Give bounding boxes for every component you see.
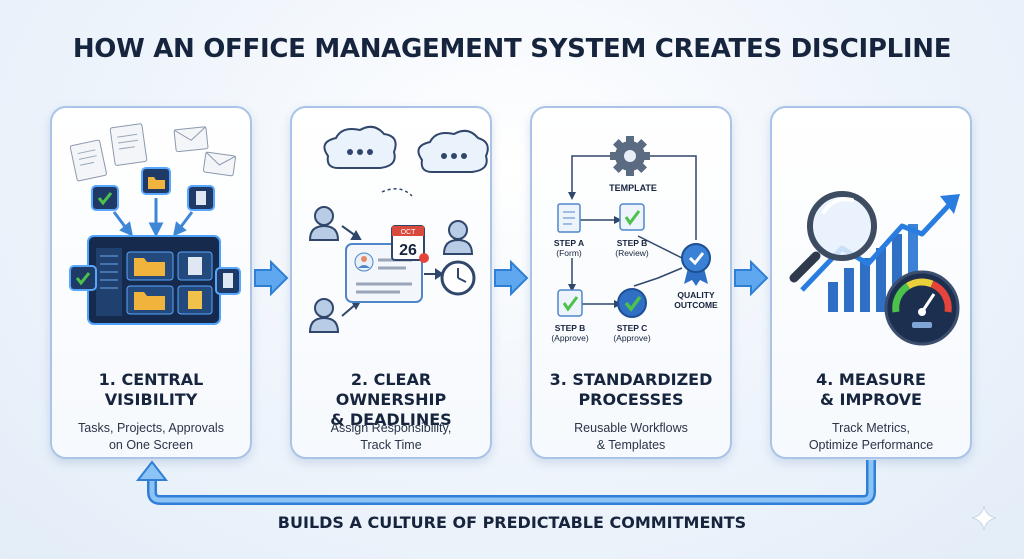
outcome-label: OUTCOME [674, 300, 718, 310]
ownership-illustration: OCT 26 [308, 125, 489, 333]
step-title: 4. MEASURE& IMPROVE [816, 370, 926, 409]
speech-bubble-icon [323, 125, 397, 169]
check-icon [619, 203, 645, 231]
user-icon [308, 298, 340, 333]
measure-illustration [789, 191, 960, 346]
quality-label: QUALITY [677, 290, 715, 300]
step-b-review-label: STEP B [617, 238, 648, 248]
central-visibility-illustration [69, 123, 241, 325]
user-icon [442, 220, 474, 255]
step-card-clear-ownership: OCT 26 2. CLEAR OWNERSHIP& DEADLINES Ass… [290, 106, 492, 459]
document-icon [215, 267, 241, 295]
step-description: Assign Responsibility,Track Time [330, 421, 452, 452]
task-card-icon [345, 243, 423, 303]
process-flow-illustration: TEMPLATE STEP A (Form) STEP B (Review) Q… [551, 136, 718, 343]
page-title: HOW AN OFFICE MANAGEMENT SYSTEM CREATES … [72, 34, 952, 64]
step-a-label: STEP A [554, 238, 584, 248]
envelope-icon [173, 126, 209, 153]
check-icon [617, 288, 647, 318]
step-title: 2. CLEAR OWNERSHIP& DEADLINES [330, 370, 452, 429]
clock-icon [440, 260, 476, 296]
document-icon [557, 203, 581, 233]
step-card-standardized-processes: TEMPLATE STEP A (Form) STEP B (Review) Q… [530, 106, 732, 459]
step-b-approve-sub: (Approve) [551, 333, 588, 343]
step-description: Reusable Workflows& Templates [574, 421, 688, 452]
arrow-right-icon [734, 259, 769, 297]
sparkle-icon [971, 505, 997, 531]
bottom-caption: BUILDS A CULTURE OF PREDICTABLE COMMITME… [277, 513, 747, 532]
document-icon [109, 123, 148, 166]
gauge-icon [884, 270, 960, 346]
arrow-right-icon [254, 259, 289, 297]
check-icon [557, 289, 583, 317]
check-icon [69, 265, 97, 291]
envelope-icon [202, 151, 236, 177]
speech-bubble-icon [417, 129, 489, 173]
bar-chart-icon [828, 224, 918, 312]
step-c-label: STEP C [617, 323, 648, 333]
step-card-measure-improve: 4. MEASURE& IMPROVE Track Metrics,Optimi… [770, 106, 972, 459]
step-b-approve-label: STEP B [555, 323, 586, 333]
calendar-icon: OCT 26 [391, 225, 429, 263]
document-icon [187, 185, 215, 211]
document-icon [69, 139, 107, 182]
step-c-sub: (Approve) [613, 333, 650, 343]
step-a-sub: (Form) [556, 248, 582, 258]
folder-icon [141, 167, 171, 195]
step-b-review-sub: (Review) [615, 248, 649, 258]
calendar-month: OCT [401, 229, 417, 236]
ribbon-icon [681, 243, 711, 286]
magnifier-icon [789, 191, 877, 283]
check-icon [91, 185, 119, 211]
calendar-day: 26 [399, 242, 417, 259]
arrow-right-icon [494, 259, 529, 297]
template-label: TEMPLATE [609, 183, 657, 193]
user-icon [308, 206, 340, 241]
step-description: Track Metrics,Optimize Performance [808, 421, 934, 452]
